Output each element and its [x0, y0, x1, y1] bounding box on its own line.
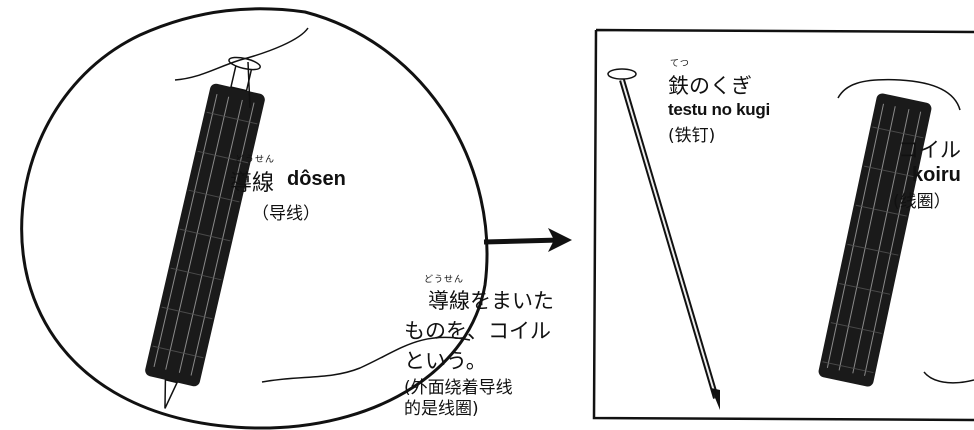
nail-ruby: てつ: [670, 59, 690, 69]
left-wire-top2: [247, 61, 251, 109]
nail-label-romaji: testu no kugi: [668, 100, 770, 119]
nail-label-jp: 鉄のくぎ: [668, 74, 752, 98]
iron-nail: [607, 68, 720, 410]
left-coil: [145, 56, 265, 409]
left-wire-bottom: [261, 336, 471, 383]
coil-label-romaji: koiru: [912, 164, 961, 186]
right-wire-top: [837, 78, 961, 111]
right-coil: [818, 93, 932, 387]
arrow: [483, 237, 561, 245]
right-frame: [592, 28, 974, 422]
caption-cn-line-1: (外面绕着导线: [404, 378, 513, 398]
coil-label-cn: (线圈）: [893, 192, 951, 212]
right-wire-bottom: [923, 371, 974, 384]
coil-label-jp: コイル: [898, 138, 961, 162]
doosen-label-jp: 導線: [230, 171, 275, 196]
caption-line-3: という。: [404, 349, 487, 373]
caption-line-1: 導線をまいた: [428, 289, 554, 313]
magnifier-circle: [20, 7, 489, 430]
caption-line-2: ものを、コイル: [404, 319, 551, 343]
doosen-label-cn: （导线）: [252, 204, 320, 224]
left-wire-top: [174, 27, 309, 81]
arrow-head: [548, 228, 572, 252]
caption-ruby: どうせん: [424, 275, 465, 285]
doosen-label-romaji: dôsen: [287, 168, 346, 190]
caption-cn-line-2: 的是线圈): [404, 399, 479, 419]
nail-label-cn: (铁钉): [668, 126, 716, 146]
doosen-ruby: どうせん: [235, 155, 276, 165]
